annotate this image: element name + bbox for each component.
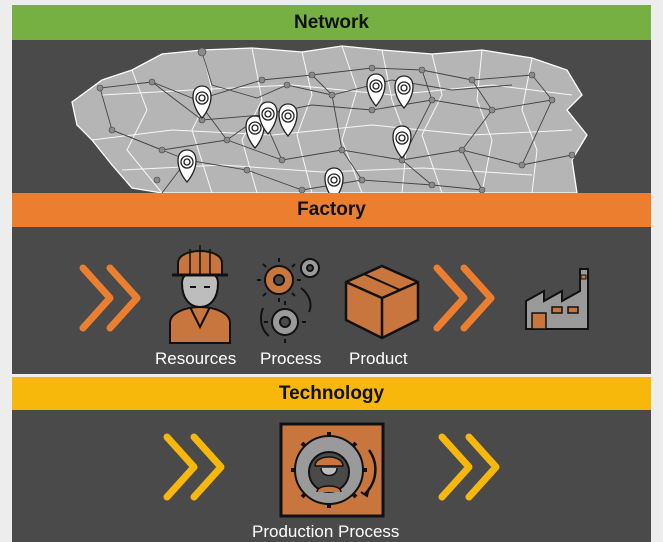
process-label: Process	[260, 349, 322, 368]
box-icon	[344, 264, 420, 340]
chevron-arrows-icon	[433, 264, 495, 332]
factory-banner: Factory	[12, 193, 651, 227]
factory-title: Factory	[297, 199, 366, 220]
network-banner: Network	[12, 5, 651, 40]
chevron-arrows-icon	[438, 433, 500, 501]
chevron-arrows-icon	[163, 433, 225, 501]
gears-icon	[257, 258, 320, 343]
technology-banner: Technology	[12, 377, 651, 410]
map-icon	[71, 45, 588, 193]
production-process-label: Production Process	[252, 522, 400, 541]
product-label: Product	[349, 349, 408, 368]
resources-label: Resources	[155, 349, 237, 368]
technology-title: Technology	[278, 382, 385, 404]
production-process-icon	[279, 422, 385, 518]
worker-icon	[169, 245, 231, 344]
network-title: Network	[294, 11, 369, 33]
factory-icon	[525, 268, 589, 330]
chevron-arrows-icon	[79, 264, 141, 332]
